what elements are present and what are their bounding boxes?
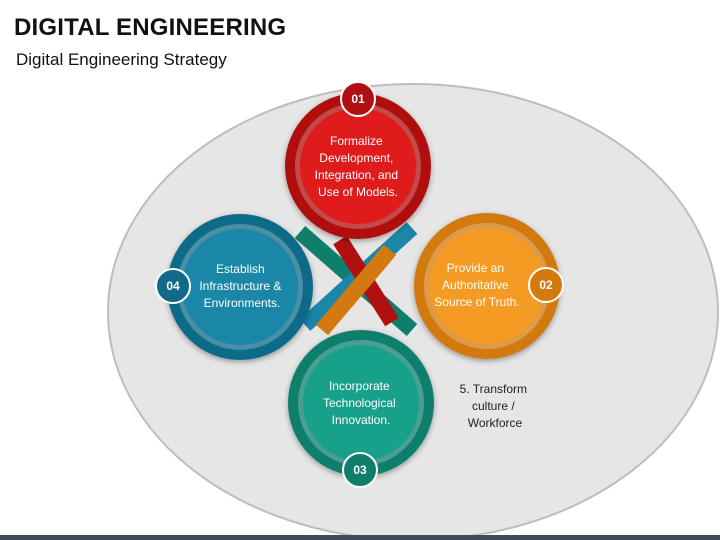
step-02-text: Provide an Authoritative Source of Truth… (434, 261, 519, 309)
step-04: Establish Infrastructure & Environments.… (155, 214, 313, 360)
page-subtitle: Digital Engineering Strategy (16, 50, 227, 69)
step-03: Incorporate Technological Innovation. 03 (288, 330, 434, 488)
step-01-circle (300, 108, 416, 224)
step-04-number: 04 (166, 279, 180, 293)
background-ellipse (107, 83, 719, 540)
footer-bar (0, 535, 720, 540)
page-title: DIGITAL ENGINEERING (14, 14, 287, 41)
step-01: Formalize Development, Integration, and … (285, 81, 431, 239)
step-04-circle (182, 229, 298, 345)
step-03-circle (303, 345, 419, 461)
step-03-text: Incorporate Technological Innovation. (323, 379, 399, 427)
step-02-number: 02 (539, 278, 553, 292)
step-03-badge (342, 452, 378, 488)
step-04-text: Establish Infrastructure & Environments. (199, 262, 284, 310)
ribbon-connectors (294, 222, 418, 337)
step-02-circle (429, 228, 545, 344)
step-01-number: 01 (351, 92, 365, 106)
step-04-badge (155, 268, 191, 304)
step-02-badge (528, 267, 564, 303)
step-01-badge (340, 81, 376, 117)
step-01-text: Formalize Development, Integration, and … (315, 134, 402, 199)
transform-culture-note: 5. Transform culture / Workforce (460, 382, 531, 430)
step-03-number: 03 (353, 463, 367, 477)
step-02: Provide an Authoritative Source of Truth… (414, 213, 564, 359)
